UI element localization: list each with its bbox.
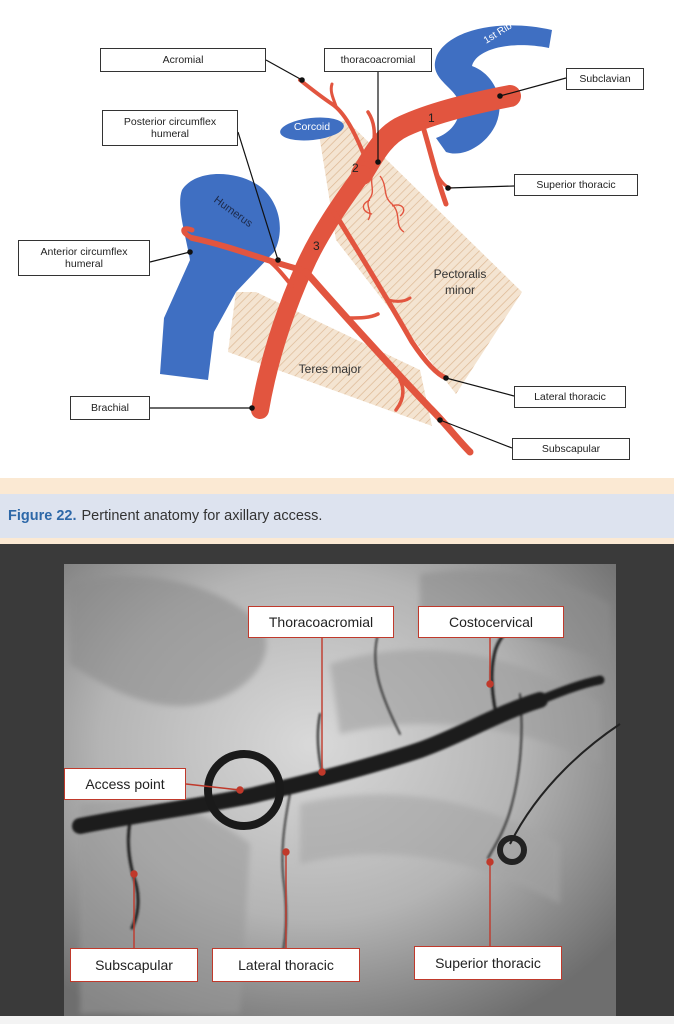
acromial-callout: Acromial <box>100 48 266 72</box>
access-point-ring <box>204 750 284 830</box>
subscapular-branch <box>302 268 474 456</box>
xray-lateral-thoracic-label: Lateral thoracic <box>212 948 360 982</box>
superior-thoracic-branch <box>421 127 449 207</box>
segment-label-1: 1 <box>428 111 435 125</box>
brachial-callout: Brachial <box>70 396 150 420</box>
pectoralis-minor-muscle <box>318 120 522 394</box>
anatomy-drawing: 1 2 3 <box>149 25 567 456</box>
xray-subscapular-label: Subscapular <box>70 948 198 982</box>
xray-superior-thoracic-label: Superior thoracic <box>414 946 562 980</box>
xray-leaders <box>130 638 494 948</box>
humerus-bone <box>160 174 280 380</box>
xray-thoracoacromial-label: Thoracoacromial <box>248 606 394 638</box>
subclavian-callout: Subclavian <box>566 68 644 90</box>
superior-thoracic-callout: Superior thoracic <box>514 174 638 196</box>
coracoid-label: Corcoid <box>293 121 331 133</box>
xray-guidewire <box>497 723 621 865</box>
xray-costocervical-label: Costocervical <box>418 606 564 638</box>
thoracoacromial-callout: thoracoacromial <box>324 48 432 72</box>
acromial-twig <box>329 82 338 108</box>
anterior-circumflex-humeral-branch <box>189 235 305 273</box>
pectoral-branches <box>362 171 405 233</box>
figure-caption: Figure 22. Pertinent anatomy for axillar… <box>0 494 674 538</box>
pectoralis-minor-label: Pectoralis minor <box>433 267 487 297</box>
figure-number: Figure 22. <box>8 508 77 524</box>
bottom-margin <box>0 1016 674 1024</box>
anatomy-diagram: 1 2 3 1st Rib Corcoid Humerus Pectoralis… <box>0 0 674 478</box>
posterior-circumflex-humeral-callout: Posterior circumflex humeral <box>102 110 238 146</box>
subscapular-twig-1 <box>346 312 380 320</box>
lateral-thoracic-branch <box>331 209 449 381</box>
xray-access-point-label: Access point <box>64 768 186 800</box>
lateral-thoracic-callout: Lateral thoracic <box>514 386 626 408</box>
posterior-circumflex-humeral-branch <box>266 258 294 288</box>
coracoid-bone <box>280 117 344 141</box>
acromial-branch <box>298 78 368 162</box>
xray-catheter-ring <box>497 835 527 865</box>
subscapular-callout: Subscapular <box>512 438 630 460</box>
anterior-circumflex-humeral-callout: Anterior circumflex humeral <box>18 240 150 276</box>
subclavian-artery <box>351 85 521 185</box>
figure-caption-text: Pertinent anatomy for axillary access. <box>81 508 323 524</box>
artery-branches <box>181 78 474 456</box>
thoracoacromial-branch <box>366 110 376 160</box>
xray-main-artery <box>72 692 548 834</box>
anterior-circumflex-loop <box>181 226 195 241</box>
lateral-thoracic-twig <box>386 296 412 303</box>
teres-major-label: Teres major <box>298 362 362 376</box>
callout-leaders <box>149 59 567 449</box>
segment-label-2: 2 <box>352 161 359 175</box>
xray-arteries <box>72 628 605 965</box>
segment-label-3: 3 <box>313 239 320 253</box>
subscapular-twig-2 <box>394 378 405 412</box>
angiogram-panel: Thoracoacromial Costocervical Access poi… <box>0 544 674 1024</box>
